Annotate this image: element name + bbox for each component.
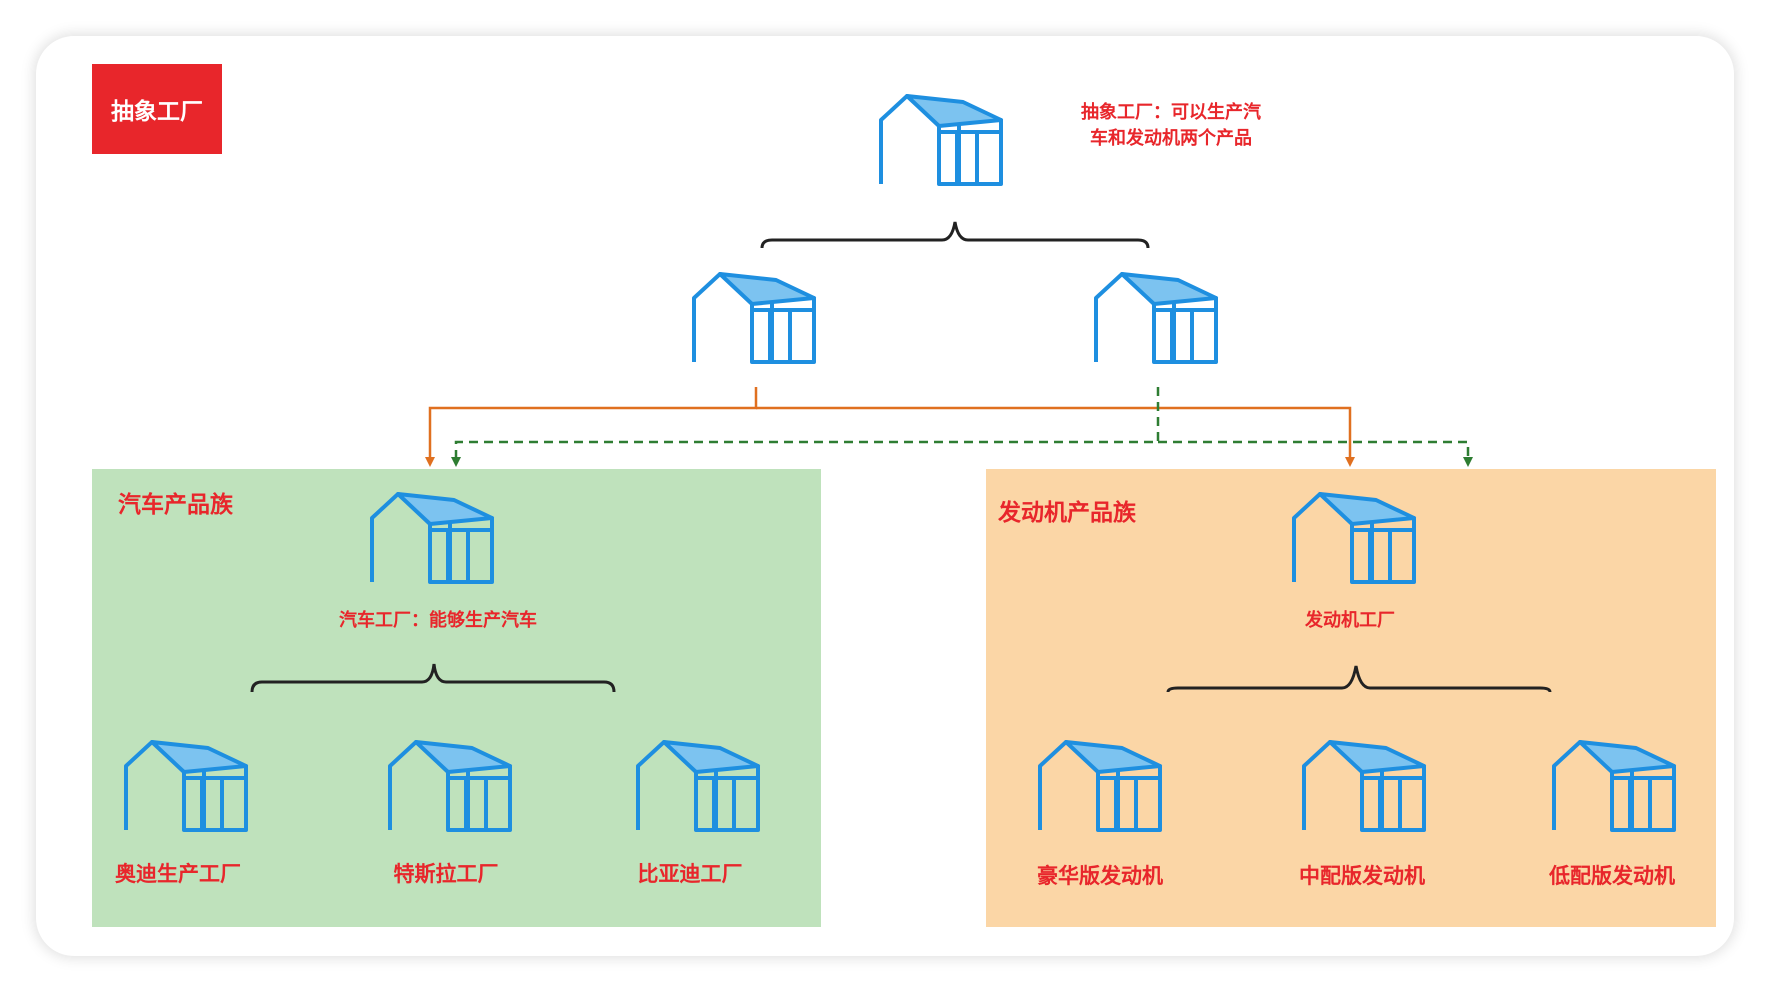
audi-factory-label: 奥迪生产工厂: [115, 862, 241, 886]
byd-factory-label: 比亚迪工厂: [637, 862, 743, 886]
byd-factory-icon: [636, 740, 760, 832]
engine-factory-caption: 发动机工厂: [1305, 610, 1395, 631]
car-family-panel: 汽车产品族: [92, 469, 821, 927]
engine-family-title: 发动机产品族: [998, 500, 1136, 526]
engine-family-brace: [1166, 665, 1552, 693]
luxury-engine-label: 豪华版发动机: [1037, 864, 1163, 888]
car-family-brace: [250, 663, 616, 693]
engine-factory-interface-icon: [1094, 272, 1218, 364]
title-badge: 抽象工厂: [92, 64, 222, 154]
engine-factory-icon: [1292, 492, 1416, 584]
top-brace: [760, 221, 1150, 249]
mid-engine-icon: [1302, 740, 1426, 832]
tesla-factory-icon: [388, 740, 512, 832]
car-factory-caption: 汽车工厂：能够生产汽车: [339, 610, 537, 631]
tesla-factory-label: 特斯拉工厂: [393, 862, 499, 886]
abstract-factory-caption-line1: 抽象工厂：可以生产汽: [1081, 102, 1261, 123]
abstract-factory-caption-line2: 车和发动机两个产品: [1090, 128, 1252, 149]
audi-factory-icon: [124, 740, 248, 832]
car-family-title: 汽车产品族: [118, 492, 233, 518]
engine-family-connector: [451, 387, 1160, 467]
car-family-connector: [425, 387, 758, 467]
mid-engine-label: 中配版发动机: [1299, 864, 1425, 888]
abstract-factory-icon: [879, 94, 1003, 186]
low-engine-icon: [1552, 740, 1676, 832]
car-factory-interface-icon: [692, 272, 816, 364]
low-engine-label: 低配版发动机: [1549, 864, 1675, 888]
luxury-engine-icon: [1038, 740, 1162, 832]
car-factory-icon: [370, 492, 494, 584]
abstract-factory-caption: 抽象工厂：可以生产汽 车和发动机两个产品: [1066, 100, 1276, 152]
